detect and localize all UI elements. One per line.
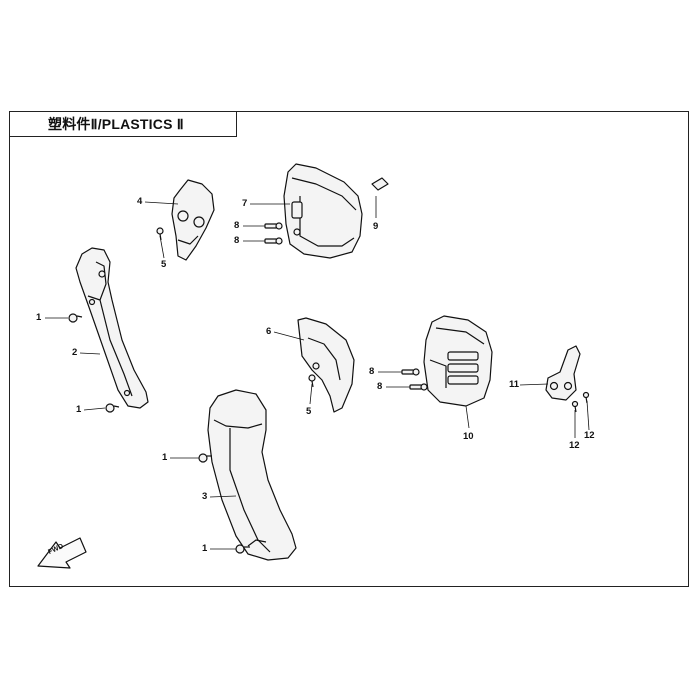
diagram-title: 塑料件Ⅱ/PLASTICS Ⅱ — [9, 111, 237, 137]
callout-12: 12 — [569, 440, 580, 451]
callout-1: 1 — [36, 312, 42, 323]
callout-11: 11 — [509, 379, 520, 390]
fasteners — [68, 222, 590, 554]
callout-1: 1 — [202, 543, 208, 554]
callout-8: 8 — [377, 381, 383, 392]
callout-4: 4 — [137, 196, 143, 207]
callout-8: 8 — [234, 235, 240, 246]
callout-9: 9 — [373, 221, 379, 232]
callout-2: 2 — [72, 347, 78, 358]
part-3-lower-trim — [207, 389, 297, 561]
callout-8: 8 — [234, 220, 240, 231]
part-7-upper-housing — [283, 163, 363, 259]
callout-10: 10 — [463, 431, 474, 442]
part-9-pad — [371, 177, 389, 191]
part-4-cover — [171, 179, 215, 261]
part-11-plate — [545, 345, 581, 401]
fwd-arrow — [37, 537, 87, 569]
diagram-frame — [9, 111, 689, 587]
callout-3: 3 — [202, 491, 208, 502]
callout-6: 6 — [266, 326, 272, 337]
part-6-bracket-cover — [297, 317, 355, 413]
callout-7: 7 — [242, 198, 248, 209]
callout-12: 12 — [584, 430, 595, 441]
part-10-housing — [423, 315, 493, 407]
callout-5: 5 — [161, 259, 167, 270]
part-2-side-trim — [75, 247, 149, 409]
callout-1: 1 — [162, 452, 168, 463]
leader-lines — [45, 196, 590, 550]
callout-8: 8 — [369, 366, 375, 377]
callout-1: 1 — [76, 404, 82, 415]
callout-5: 5 — [306, 406, 312, 417]
